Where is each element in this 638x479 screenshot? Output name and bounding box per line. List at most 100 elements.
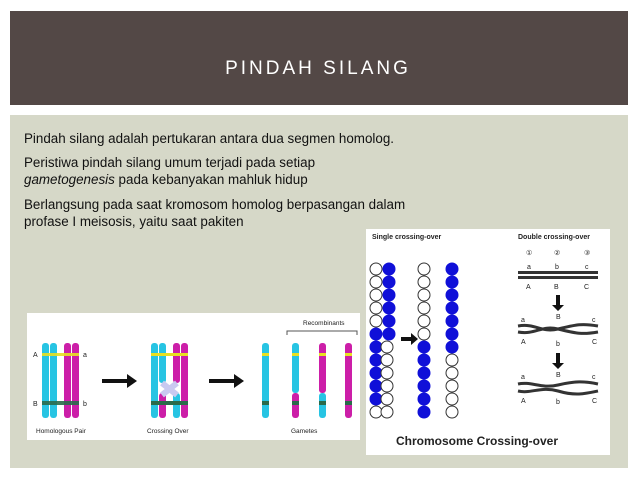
chromosome-bead [369, 262, 383, 276]
top-A: A [526, 284, 531, 291]
chromosome-bead [445, 327, 459, 341]
locus-A-label: A [33, 352, 38, 359]
chromosome-bead [445, 366, 459, 380]
arrow-icon [209, 374, 244, 388]
chromosome-bead [369, 327, 383, 341]
chromosome-bead [382, 314, 396, 328]
chromosome-crossing-figure: Single crossing-over Double crossing-ove… [366, 229, 610, 455]
bullet-1: Pindah silang adalah pertukaran antara d… [24, 131, 394, 146]
bullet-2-rest: pada kebanyakan mahluk hidup [114, 172, 308, 187]
locus-a-label: a [83, 352, 87, 359]
chromosome-bead [417, 262, 431, 276]
chromosome-bead [445, 392, 459, 406]
arrow-down-icon [552, 353, 564, 369]
chromosome-bead [445, 353, 459, 367]
chromosome-bead [369, 353, 383, 367]
chromosome-bead [417, 288, 431, 302]
homologous-pair: A a B b [33, 343, 87, 418]
crossing-over-diagram: A a B b [33, 320, 358, 435]
double-crossing-label: Double crossing-over [518, 234, 590, 241]
small-c: c [585, 264, 589, 271]
chromosome-bead [382, 275, 396, 289]
bot-top-c: c [592, 374, 596, 381]
mid-bot-A: A [521, 339, 526, 346]
bot-top-a: a [521, 374, 525, 381]
bot-bot-b: b [556, 399, 560, 406]
chromosome-bead [369, 288, 383, 302]
chromosome-bead [380, 405, 394, 419]
bullet-2-line-1: Peristiwa pindah silang umum terjadi pad… [24, 155, 316, 170]
figure-caption: Chromosome Crossing-over [396, 434, 558, 448]
top-C: C [584, 284, 589, 291]
homologous-pair-label: Homologous Pair [36, 428, 87, 435]
bot-bot-C: C [592, 398, 597, 405]
chromosome-bead [369, 392, 383, 406]
small-b: b [555, 264, 559, 271]
locus-b-label: b [83, 401, 87, 408]
bullet-3-line-1: Berlangsung pada saat kromosom homolog b… [24, 197, 406, 212]
single-crossing-label: Single crossing-over [372, 234, 442, 241]
locus-B-label: B [33, 401, 38, 408]
chromosome-bead [382, 327, 396, 341]
chromosome-bead [382, 288, 396, 302]
arrow-icon [401, 333, 418, 345]
mid-top-c: c [592, 317, 596, 324]
chromosome-bead [380, 366, 394, 380]
gametes-label: Gametes [291, 428, 318, 435]
chromosome-bead [417, 314, 431, 328]
arrow-icon [102, 374, 137, 388]
chromosome-bead [380, 379, 394, 393]
bead-chromosomes [369, 262, 459, 419]
gametes: Recombinants [262, 320, 358, 418]
chromosome-bead [382, 301, 396, 315]
chromosome-bead [417, 301, 431, 315]
chromosome-bead [417, 405, 431, 419]
crossing-over-figure: A a B b [27, 313, 360, 440]
chromosome-bead [369, 379, 383, 393]
chromosome-bead [445, 379, 459, 393]
double-crossing-diagram: ① ② ③ a b c A B C a B c A b C a B c [517, 249, 599, 406]
chromosome-bead [380, 340, 394, 354]
bot-bot-A: A [521, 398, 526, 405]
gametogenesis-term: gametogenesis [24, 172, 115, 187]
chromosome-bead [417, 340, 431, 354]
chromosome-bead [369, 275, 383, 289]
slide-title: PINDAH SILANG [225, 58, 411, 79]
chromosome-bead [445, 275, 459, 289]
chromosome-bead [417, 353, 431, 367]
chromosome-bead [445, 262, 459, 276]
chromosome-bead [445, 405, 459, 419]
mid-bot-b: b [556, 341, 560, 348]
title-bar: PINDAH SILANG [10, 11, 628, 105]
bullet-2-line-2: gametogenesis pada kebanyakan mahluk hid… [24, 171, 308, 188]
num-1: ① [526, 249, 532, 257]
chromosome-bead [445, 314, 459, 328]
chromosome-bead [417, 366, 431, 380]
chromosome-crossing-diagram: Single crossing-over Double crossing-ove… [369, 234, 599, 448]
crossing-over-chromosomes [151, 343, 188, 418]
chromosome-bead [445, 288, 459, 302]
num-3: ③ [584, 249, 590, 257]
mid-bot-C: C [592, 339, 597, 346]
chromosome-bead [380, 353, 394, 367]
chromosome-bead [369, 366, 383, 380]
chromosome-bead [369, 405, 383, 419]
arrow-down-icon [552, 295, 564, 311]
mid-top-B: B [556, 314, 561, 321]
bot-top-B: B [556, 372, 561, 379]
small-a: a [527, 264, 531, 271]
mid-top-a: a [521, 317, 525, 324]
chromosome-bead [369, 301, 383, 315]
chromosome-bead [369, 340, 383, 354]
recombinants-label: Recombinants [303, 320, 345, 327]
chromosome-bead [445, 340, 459, 354]
chromosome-bead [382, 262, 396, 276]
top-B: B [554, 284, 559, 291]
chromosome-bead [445, 301, 459, 315]
chromosome-bead [417, 275, 431, 289]
chromosome-bead [417, 327, 431, 341]
num-2: ② [554, 249, 560, 257]
chromosome-bead [417, 379, 431, 393]
chromosome-bead [369, 314, 383, 328]
bullet-3-line-2: profase I meisosis, yaitu saat pakiten [24, 214, 244, 229]
